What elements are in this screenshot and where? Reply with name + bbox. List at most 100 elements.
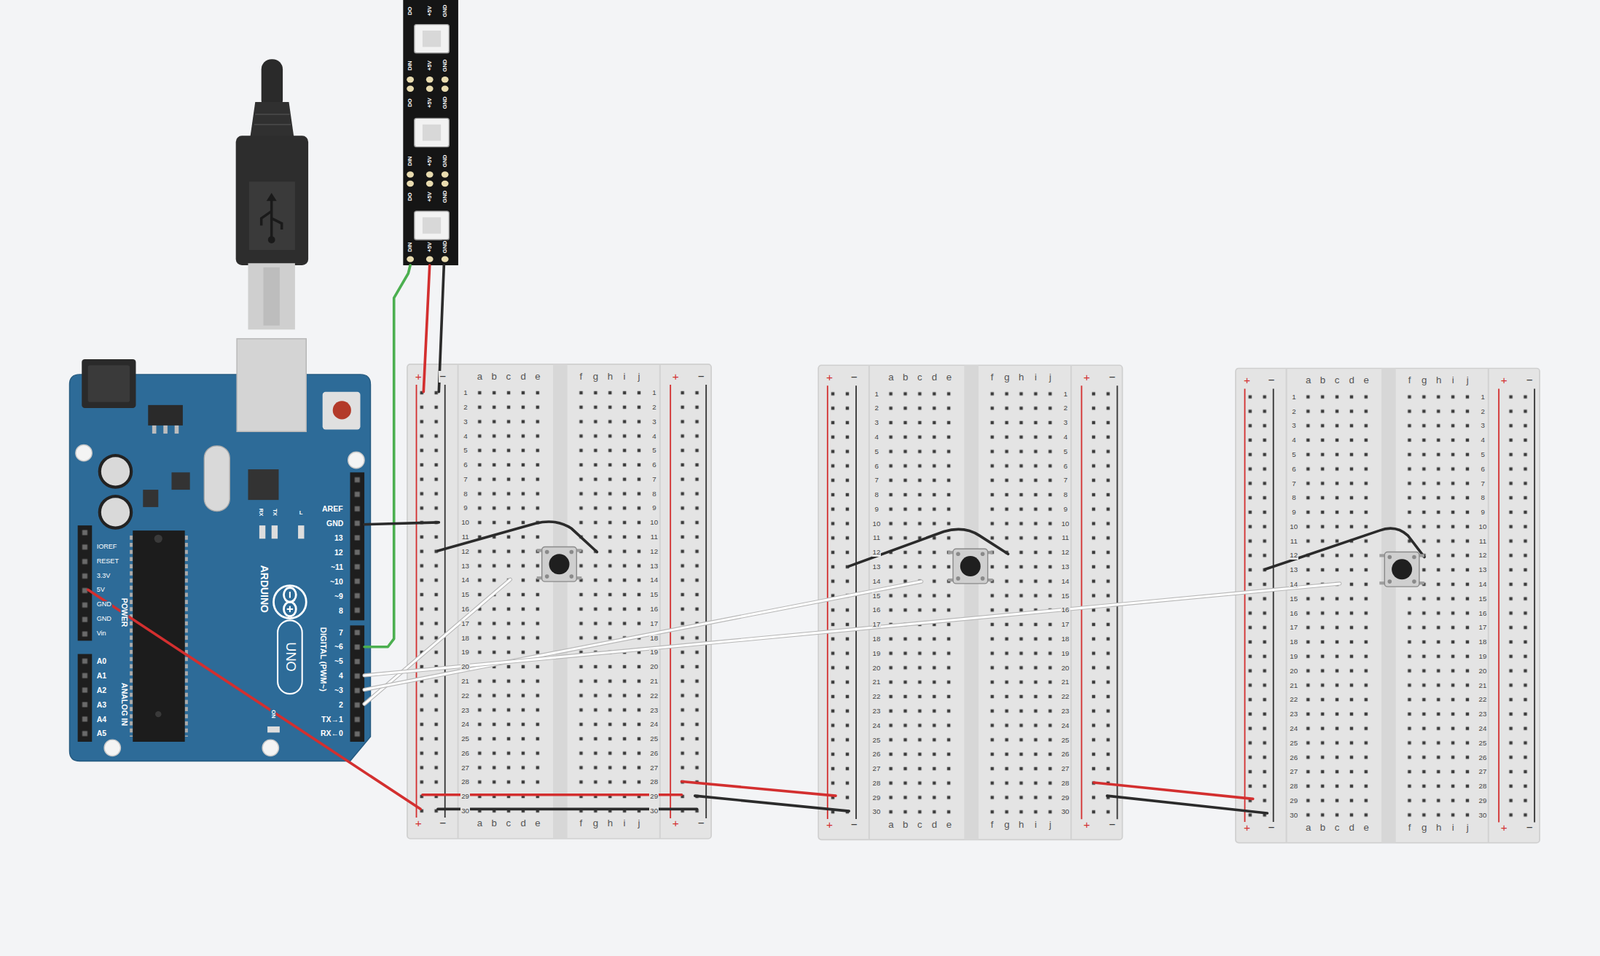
header-pins bbox=[350, 625, 366, 742]
column-letter: i bbox=[622, 818, 627, 829]
pad-label: +5V bbox=[426, 190, 433, 203]
row-number: 26 bbox=[872, 750, 882, 758]
led-die bbox=[422, 30, 441, 47]
pin-label: TX bbox=[271, 507, 278, 517]
row-number: 2 bbox=[874, 404, 880, 412]
pad-label: +5V bbox=[426, 5, 433, 17]
column-letter: j bbox=[636, 818, 641, 829]
row-number: 20 bbox=[460, 663, 470, 671]
regulator-leg bbox=[174, 425, 180, 434]
row-number: 17 bbox=[1060, 620, 1071, 629]
wire bbox=[364, 583, 1340, 676]
column-letter: e bbox=[1363, 822, 1370, 833]
column-letter: b bbox=[491, 371, 498, 382]
pad-label: DO bbox=[407, 192, 414, 203]
led bbox=[267, 726, 280, 733]
row-number: 3 bbox=[1291, 421, 1297, 430]
row-number: 18 bbox=[1288, 638, 1299, 646]
row-number: 4 bbox=[462, 432, 468, 441]
column-letter: b bbox=[1319, 822, 1327, 833]
row-number: 19 bbox=[460, 648, 470, 656]
row-number: 10 bbox=[1288, 523, 1299, 531]
row-number: 12 bbox=[1288, 551, 1299, 559]
pushbutton bbox=[947, 548, 994, 584]
crystal bbox=[204, 445, 230, 512]
wire-line bbox=[1106, 795, 1268, 814]
led-chip bbox=[414, 118, 450, 147]
small-part bbox=[142, 489, 159, 508]
led-die bbox=[422, 124, 441, 141]
breadboard: +−abcdefghij+−12345678910111213141516171… bbox=[407, 364, 712, 839]
row-number: 14 bbox=[460, 576, 470, 584]
row-number: 24 bbox=[1477, 724, 1488, 733]
column-letter: d bbox=[519, 818, 527, 829]
usb-symbol bbox=[261, 198, 282, 238]
pin-label: L bbox=[298, 510, 304, 516]
row-number: 25 bbox=[1060, 736, 1071, 744]
row-number: 16 bbox=[1288, 609, 1299, 618]
row-number: 10 bbox=[872, 520, 882, 528]
pin-label: GND bbox=[96, 601, 113, 609]
pin-label: A1 bbox=[96, 671, 108, 680]
row-number: 9 bbox=[1479, 508, 1485, 516]
row-number: 30 bbox=[649, 807, 659, 815]
pin-label: ~11 bbox=[330, 563, 344, 572]
column-letter: h bbox=[606, 371, 614, 382]
column-letter: i bbox=[1451, 822, 1456, 833]
row-number: 8 bbox=[1479, 493, 1485, 502]
pad-label: DIN bbox=[407, 59, 414, 71]
row-number: 13 bbox=[1288, 566, 1299, 574]
column-letter: f bbox=[578, 371, 583, 382]
row-number: 5 bbox=[462, 446, 468, 454]
column-letter: e bbox=[1363, 375, 1370, 386]
row-number: 11 bbox=[461, 533, 470, 541]
usb-plug-panel bbox=[249, 181, 296, 250]
pushbutton bbox=[1379, 552, 1425, 588]
column-letter: c bbox=[916, 372, 924, 383]
logo bbox=[289, 606, 291, 613]
column-letter: j bbox=[1048, 819, 1053, 830]
usb-rib bbox=[255, 113, 290, 116]
breadboard-art bbox=[818, 365, 1123, 840]
row-number: 22 bbox=[649, 692, 659, 700]
solder-pad bbox=[441, 255, 449, 262]
row-number: 15 bbox=[649, 590, 659, 599]
row-number: 19 bbox=[1477, 652, 1488, 661]
led-chip bbox=[414, 24, 450, 54]
row-number: 29 bbox=[460, 792, 470, 800]
solder-pad bbox=[426, 171, 434, 178]
row-number: 30 bbox=[1477, 811, 1488, 819]
pin-label: ~6 bbox=[333, 642, 344, 651]
regulator-leg bbox=[163, 425, 168, 434]
column-letter: e bbox=[945, 819, 953, 830]
wire bbox=[1106, 795, 1268, 814]
rail-sign: − bbox=[697, 370, 706, 383]
pin-label: ~9 bbox=[333, 592, 344, 601]
pin-label: 5V bbox=[96, 586, 106, 594]
row-number: 17 bbox=[1288, 623, 1299, 631]
pad-label: +5V bbox=[426, 241, 433, 253]
rail-sign: + bbox=[671, 370, 680, 383]
column-letter: j bbox=[636, 371, 641, 382]
row-number: 20 bbox=[1288, 667, 1299, 675]
column-letter: b bbox=[902, 372, 909, 383]
row-number: 2 bbox=[1063, 404, 1069, 412]
pad-label: +5V bbox=[426, 59, 433, 72]
logo bbox=[289, 591, 291, 598]
board-label: DIGITAL (PWM~) bbox=[318, 626, 328, 693]
usb-symbol bbox=[266, 193, 277, 202]
column-letter: c bbox=[1334, 822, 1341, 833]
led bbox=[297, 525, 304, 539]
row-number: 17 bbox=[872, 620, 882, 629]
row-number: 4 bbox=[651, 432, 657, 441]
row-number: 24 bbox=[872, 722, 882, 730]
row-number: 8 bbox=[1063, 491, 1069, 499]
solder-pad bbox=[406, 255, 414, 262]
solder-pad bbox=[441, 171, 449, 178]
pad-label: +5V bbox=[426, 155, 433, 167]
row-number: 2 bbox=[1479, 408, 1485, 416]
row-number: 23 bbox=[649, 706, 659, 715]
usb-rib bbox=[254, 123, 291, 126]
rail-sign: − bbox=[1267, 374, 1276, 387]
